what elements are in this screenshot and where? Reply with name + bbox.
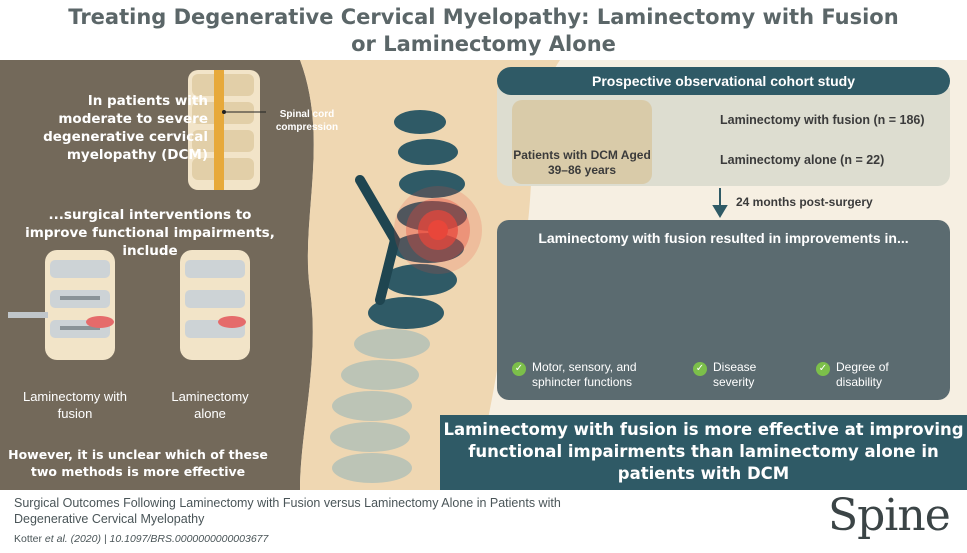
outcome-severity: Disease severity bbox=[713, 360, 757, 389]
title-line-2: or Laminectomy Alone bbox=[351, 32, 616, 56]
arm-alone: Laminectomy alone (n = 22) bbox=[720, 153, 885, 167]
spine-illustration bbox=[330, 110, 482, 483]
footer: Surgical Outcomes Following Laminectomy … bbox=[0, 490, 967, 553]
outcome-motor: Motor, sensory, and sphincter functions bbox=[532, 360, 637, 389]
results-box bbox=[497, 220, 950, 400]
spine-logo: Spine bbox=[828, 490, 951, 541]
background-art bbox=[0, 60, 888, 490]
patients-box bbox=[512, 100, 652, 184]
spinal-cord-label: Spinal cord compression bbox=[275, 109, 339, 133]
outcome-disability: Degree of disability bbox=[836, 360, 889, 389]
page-title: Treating Degenerative Cervical Myelopath… bbox=[0, 4, 967, 58]
intro-text: In patients with moderate to severe dege… bbox=[43, 93, 208, 163]
conclusion-banner: Laminectomy with fusion is more effectiv… bbox=[440, 415, 967, 490]
check-icon: ✓ bbox=[816, 362, 830, 376]
laminectomy-alone-illustration bbox=[180, 250, 250, 360]
citation-author: Kotter bbox=[14, 533, 43, 545]
title-line-1: Treating Degenerative Cervical Myelopath… bbox=[68, 5, 899, 29]
laminectomy-fusion-illustration bbox=[8, 250, 115, 360]
citation-meta: Kotter et al. (2020) | 10.1097/BRS.00000… bbox=[14, 533, 268, 545]
arm-fusion: Laminectomy with fusion (n = 186) bbox=[720, 113, 925, 127]
citation-suffix: et al. (2020) | 10.1097/BRS.000000000000… bbox=[42, 533, 269, 545]
check-icon: ✓ bbox=[693, 362, 707, 376]
citation-title: Surgical Outcomes Following Laminectomy … bbox=[14, 496, 561, 526]
followup-text: 24 months post-surgery bbox=[736, 195, 873, 209]
cervical-spine-detail bbox=[188, 70, 266, 190]
check-icon: ✓ bbox=[512, 362, 526, 376]
results-title: Laminectomy with fusion resulted in impr… bbox=[538, 230, 909, 246]
unclear-text: However, it is unclear which of these tw… bbox=[8, 447, 268, 479]
patients-text: Patients with DCM Aged 39–86 years bbox=[513, 148, 651, 177]
infographic-main: In patients with moderate to severe dege… bbox=[0, 60, 967, 490]
interventions-text: ...surgical interventions to improve fun… bbox=[25, 207, 275, 259]
method-label-alone: Laminectomy alone bbox=[171, 389, 249, 421]
method-label-fusion: Laminectomy with fusion bbox=[22, 389, 128, 421]
study-header: Prospective observational cohort study bbox=[497, 67, 950, 95]
